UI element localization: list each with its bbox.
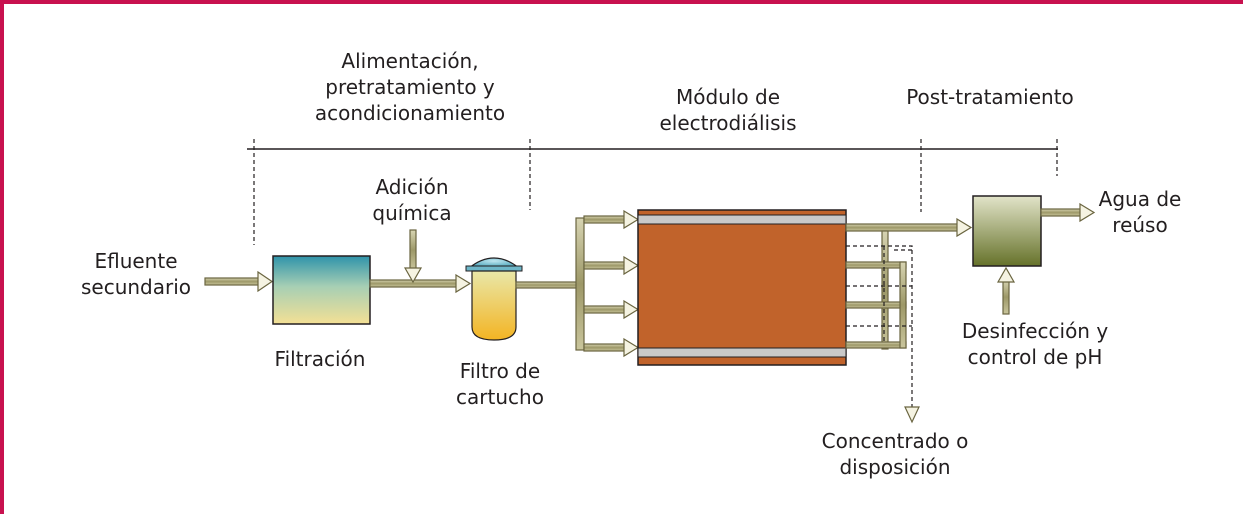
distribution-manifold: [575, 209, 640, 358]
outlet-piping: [845, 217, 973, 350]
label-chemical-addition: Adición química: [372, 175, 452, 225]
pipe-cartridge-to-manifold: [515, 281, 583, 289]
chemical-addition-arrow: [403, 229, 423, 284]
cartridge-filter: [465, 257, 523, 341]
reuse-outlet-arrow: [1040, 202, 1096, 223]
label-disinfection: Desinfección y control de pH: [961, 319, 1109, 369]
stage-label-feed: Alimentación, pretratamiento y acondicio…: [314, 49, 506, 125]
disinfection-arrow: [996, 266, 1016, 315]
label-filtration: Filtración: [274, 347, 366, 371]
concentrate-arrowhead: [904, 406, 920, 424]
pipe-filter-to-cartridge: [369, 273, 472, 294]
stage-bracket: [247, 139, 1058, 245]
post-treatment-tank: [972, 195, 1042, 267]
stage-label-ed-module: Módulo de electrodiálisis: [659, 85, 797, 135]
filtration-tank: [272, 255, 371, 325]
label-cartridge-filter: Filtro de cartucho: [456, 359, 544, 409]
label-reuse-water: Agua de reúso: [1098, 187, 1182, 237]
label-influent: Efluente secundario: [80, 249, 192, 299]
label-concentrate: Concentrado o disposición: [821, 429, 969, 479]
concentrate-lines: [846, 245, 913, 408]
electrodialysis-stack: [637, 209, 847, 366]
stage-label-post: Post-tratamiento: [906, 85, 1074, 109]
influent-arrow: [204, 270, 274, 293]
